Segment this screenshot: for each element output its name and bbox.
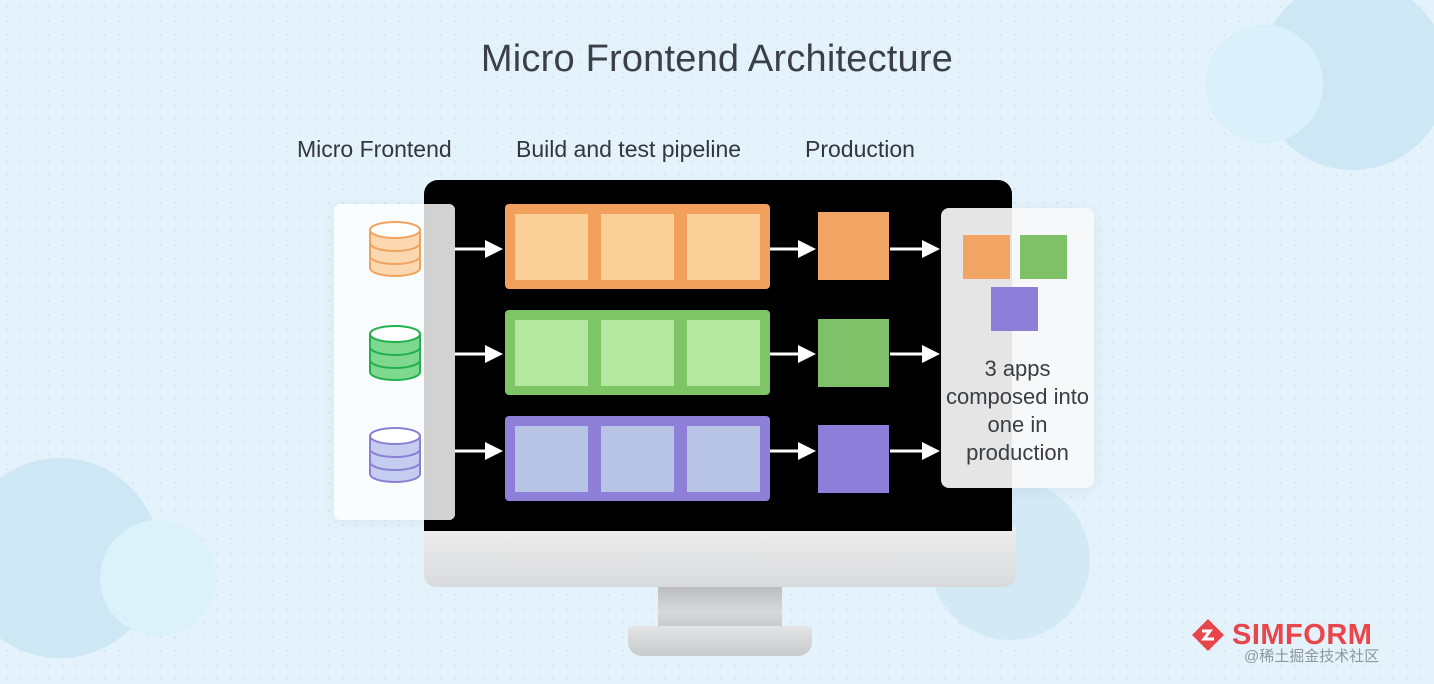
column-heading-pipeline: Build and test pipeline bbox=[516, 136, 742, 162]
brand-name: SIMFORM bbox=[1232, 618, 1373, 651]
page-title: Micro Frontend Architecture bbox=[480, 38, 954, 80]
production-box-green bbox=[818, 319, 889, 387]
simform-logo-icon bbox=[1192, 619, 1224, 651]
database-icon bbox=[369, 325, 421, 381]
pipeline-stage bbox=[601, 426, 674, 492]
database-icon bbox=[369, 221, 421, 277]
column-heading-micro-frontend: Micro Frontend bbox=[297, 136, 452, 162]
pipeline-stage bbox=[687, 320, 760, 386]
pipeline-stage bbox=[601, 320, 674, 386]
composed-label: 3 apps composed into one in production bbox=[945, 356, 1090, 465]
pipeline-stage bbox=[601, 214, 674, 280]
arrow-right-icon bbox=[890, 240, 940, 258]
arrow-right-icon bbox=[770, 240, 816, 258]
watermark: @稀土掘金技术社区 bbox=[1244, 648, 1380, 665]
production-box-orange bbox=[818, 212, 889, 280]
arrow-right-icon bbox=[890, 345, 940, 363]
pipeline-green bbox=[505, 310, 770, 395]
arrow-right-icon bbox=[770, 442, 816, 460]
arrow-right-icon bbox=[770, 345, 816, 363]
monitor-stand-base bbox=[628, 626, 812, 656]
arrow-right-icon bbox=[890, 442, 940, 460]
pipeline-stage bbox=[515, 320, 588, 386]
arrow-right-icon bbox=[455, 442, 503, 460]
production-box-purple bbox=[818, 425, 889, 493]
simform-brand: SIMFORM bbox=[1190, 617, 1372, 653]
arrow-right-icon bbox=[455, 345, 503, 363]
panel-edge bbox=[429, 204, 455, 520]
composed-app-green bbox=[1020, 235, 1067, 279]
column-heading-production: Production bbox=[805, 136, 915, 162]
pipeline-stage bbox=[687, 214, 760, 280]
arrow-right-icon bbox=[455, 240, 503, 258]
database-icon bbox=[369, 427, 421, 483]
monitor-stand-neck bbox=[658, 585, 782, 630]
decor-circle-top-right-inner bbox=[1205, 25, 1323, 143]
pipeline-stage bbox=[515, 426, 588, 492]
composed-app-orange bbox=[963, 235, 1010, 279]
pipeline-stage bbox=[687, 426, 760, 492]
composed-app-purple bbox=[991, 287, 1038, 331]
pipeline-purple bbox=[505, 416, 770, 501]
decor-circle-bottom-left-inner bbox=[100, 520, 216, 636]
pipeline-stage bbox=[515, 214, 588, 280]
monitor-chin bbox=[424, 527, 1016, 587]
pipeline-orange bbox=[505, 204, 770, 289]
